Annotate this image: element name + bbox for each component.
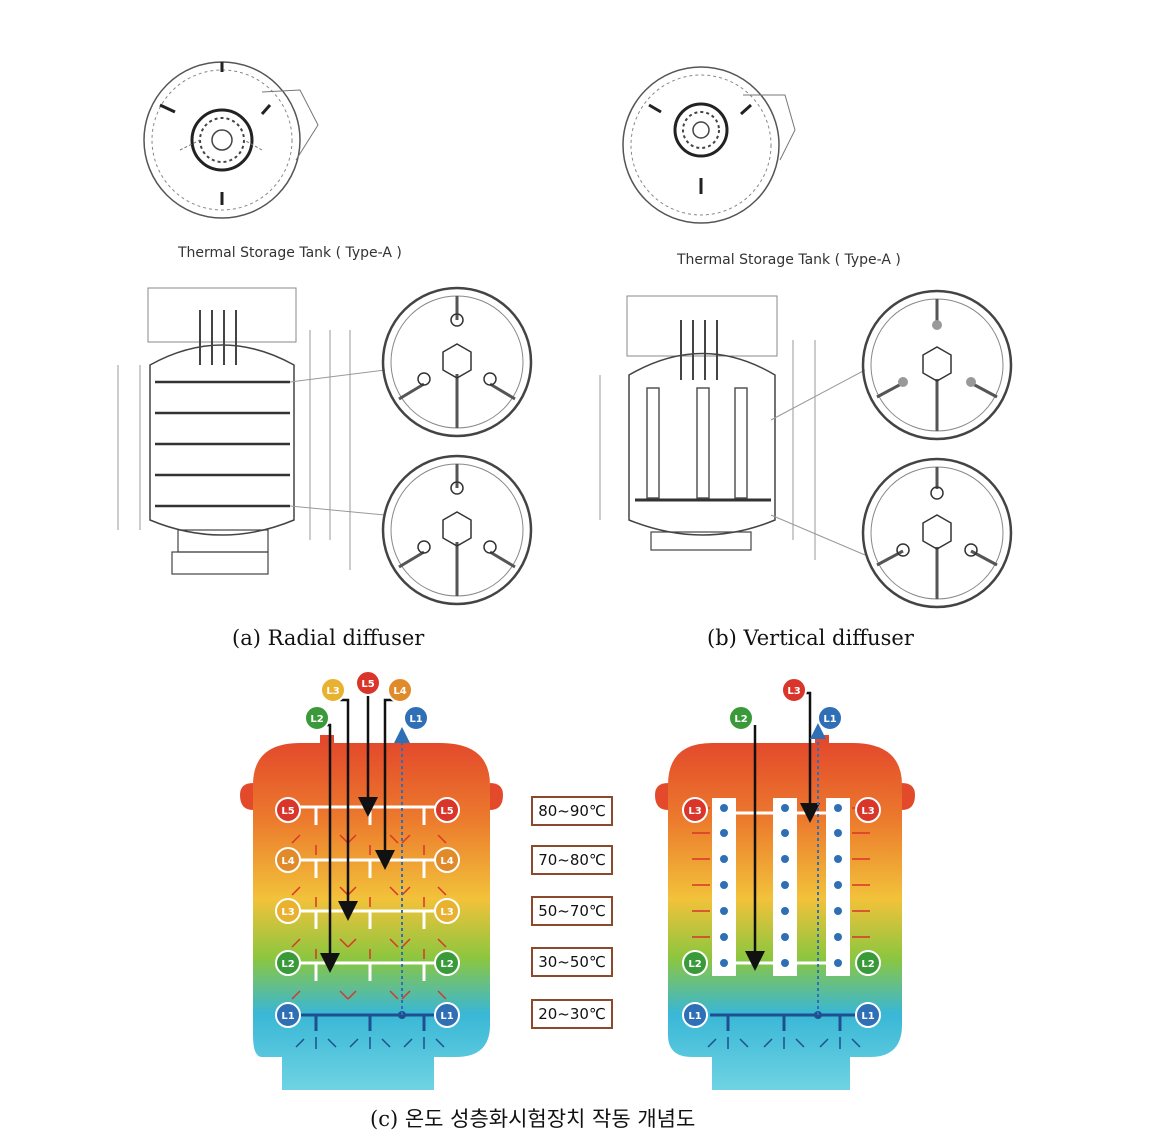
radial-inlet-badge-L2: L2 bbox=[304, 705, 330, 731]
svg-text:L1: L1 bbox=[688, 1011, 701, 1022]
svg-text:L2: L2 bbox=[861, 959, 874, 970]
svg-text:L2: L2 bbox=[688, 959, 701, 970]
temp-legend-30-50: 30~50℃ bbox=[531, 947, 613, 977]
radial-level-left-L2: L2 bbox=[275, 950, 301, 976]
radial-detail-upper bbox=[381, 286, 533, 438]
vertical-inlet-badge-L2: L2 bbox=[728, 705, 754, 731]
panel-vertical-diffuser: Thermal Storage Tank ( Type-A ) bbox=[575, 0, 1149, 660]
svg-text:L2: L2 bbox=[281, 959, 294, 970]
svg-text:L3: L3 bbox=[281, 907, 294, 918]
radial-level-right-L3: L3 bbox=[434, 898, 460, 924]
radial-level-right-L2: L2 bbox=[434, 950, 460, 976]
vertical-tank-label: Thermal Storage Tank ( Type-A ) bbox=[677, 252, 901, 268]
svg-text:L3: L3 bbox=[440, 907, 453, 918]
svg-text:L4: L4 bbox=[281, 856, 294, 867]
temp-legend-50-70: 50~70℃ bbox=[531, 896, 613, 926]
svg-text:L3: L3 bbox=[326, 686, 339, 697]
vertical-side-elevation bbox=[599, 295, 866, 560]
radial-caption: (a) Radial diffuser bbox=[232, 626, 425, 650]
panel-radial-diffuser: Thermal Storage Tank ( Type-A ) bbox=[0, 0, 575, 660]
vertical-intake-arrows bbox=[707, 1037, 861, 1049]
temp-legend-70-80: 70~80℃ bbox=[531, 845, 613, 875]
vertical-level-left-L2: L2 bbox=[682, 950, 708, 976]
radial-top-view bbox=[143, 61, 319, 219]
vertical-inlet-badge-L3: L3 bbox=[781, 677, 807, 703]
vertical-diffuser-columns bbox=[712, 798, 850, 976]
radial-inlet-badge-L1: L1 bbox=[403, 705, 429, 731]
radial-level-left-L3: L3 bbox=[275, 898, 301, 924]
radial-inlet-badge-L3: L3 bbox=[320, 677, 346, 703]
svg-text:L5: L5 bbox=[361, 679, 374, 690]
svg-text:L3: L3 bbox=[688, 806, 701, 817]
radial-level-left-L4: L4 bbox=[275, 847, 301, 873]
vertical-diffuser-holes bbox=[720, 804, 842, 967]
radial-inlet-badge-L4: L4 bbox=[387, 677, 413, 703]
concept-caption: (c) 온도 성층화시험장치 작동 개념도 bbox=[370, 1107, 696, 1131]
radial-side-elevation bbox=[117, 287, 386, 575]
radial-tank-label: Thermal Storage Tank ( Type-A ) bbox=[178, 245, 402, 261]
vertical-level-right-L1: L1 bbox=[855, 1002, 881, 1028]
radial-level-left-L5: L5 bbox=[275, 797, 301, 823]
svg-text:L3: L3 bbox=[861, 806, 874, 817]
svg-text:L3: L3 bbox=[787, 686, 800, 697]
radial-level-right-L1: L1 bbox=[434, 1002, 460, 1028]
svg-text:L1: L1 bbox=[409, 714, 422, 725]
concept-svg: L3 L5 L4 L2 L1 L5 L5 L4 L4 L3 L3 L2 L2 L… bbox=[240, 670, 915, 1090]
svg-text:L1: L1 bbox=[281, 1011, 294, 1022]
svg-text:L2: L2 bbox=[440, 959, 453, 970]
vertical-level-right-L3: L3 bbox=[855, 797, 881, 823]
radial-level-right-L5: L5 bbox=[434, 797, 460, 823]
radial-level-right-L4: L4 bbox=[434, 847, 460, 873]
svg-text:L1: L1 bbox=[440, 1011, 453, 1022]
svg-text:L2: L2 bbox=[734, 714, 747, 725]
vertical-detail-lower bbox=[861, 457, 1013, 609]
vertical-level-right-L2: L2 bbox=[855, 950, 881, 976]
vertical-level-left-L3: L3 bbox=[682, 797, 708, 823]
vertical-inlet-badge-L1: L1 bbox=[817, 705, 843, 731]
vertical-top-view bbox=[622, 66, 796, 224]
svg-text:L4: L4 bbox=[393, 686, 406, 697]
radial-diffusion-arrows bbox=[291, 834, 447, 1000]
radial-level-left-L1: L1 bbox=[275, 1002, 301, 1028]
svg-text:L5: L5 bbox=[281, 806, 294, 817]
svg-text:L1: L1 bbox=[861, 1011, 874, 1022]
panel-concept-diagram: L3 L5 L4 L2 L1 L5 L5 L4 L4 L3 L3 L2 L2 L… bbox=[0, 665, 1149, 1139]
temp-legend-20-30: 20~30℃ bbox=[531, 999, 613, 1029]
svg-text:L1: L1 bbox=[823, 714, 836, 725]
svg-text:L4: L4 bbox=[440, 856, 453, 867]
temp-legend-80-90: 80~90℃ bbox=[531, 796, 613, 826]
vertical-caption: (b) Vertical diffuser bbox=[707, 626, 914, 650]
vertical-level-left-L1: L1 bbox=[682, 1002, 708, 1028]
radial-intake-arrows bbox=[295, 1037, 445, 1049]
svg-text:L2: L2 bbox=[310, 714, 323, 725]
radial-inlet-badge-L5: L5 bbox=[355, 670, 381, 696]
svg-text:L5: L5 bbox=[440, 806, 453, 817]
vertical-detail-upper bbox=[861, 289, 1013, 441]
radial-detail-lower bbox=[381, 454, 533, 606]
